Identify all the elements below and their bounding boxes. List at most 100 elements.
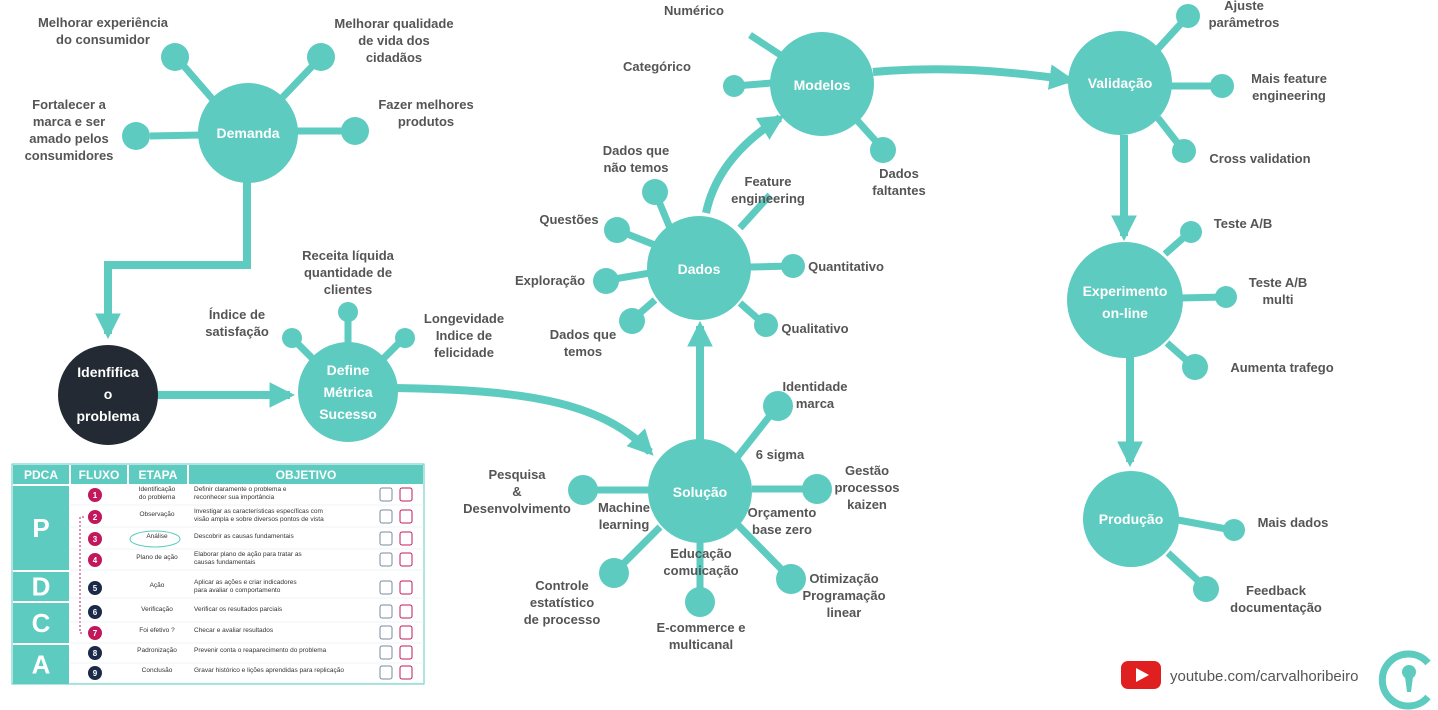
label-mod2-line1: Categórico (623, 59, 691, 74)
label-def1-line2: satisfação (205, 324, 269, 339)
pdca-etapa: Plano de ação (136, 554, 178, 561)
youtube-link[interactable]: youtube.com/carvalhoribeiro (1121, 661, 1358, 689)
pdca-phase-block (13, 603, 69, 643)
pdca-step-number (88, 510, 102, 524)
label-dem1-line2: do consumidor (56, 32, 150, 47)
label-sol8-line1: Controle (535, 578, 588, 593)
label-def2-line2: quantidade de (304, 265, 392, 280)
label-sol3-line2: processos (834, 480, 899, 495)
hub-identifica (58, 345, 158, 445)
hub-define (298, 342, 398, 442)
label-dad2-line1: Questões (539, 212, 598, 227)
label-sol3-line1: Gestão (845, 463, 889, 478)
label-mod3-line1: Dados (879, 166, 919, 181)
label-sol4-line1: Orçamento (748, 505, 817, 520)
hub-experimento-line1: Experimento (1083, 283, 1168, 299)
label-sol3-line3: kaizen (847, 497, 887, 512)
pdca-step-number-text: 5 (93, 584, 98, 593)
hub-experimento (1067, 242, 1183, 358)
label-dem2-line2: de vida dos (358, 33, 430, 48)
pdca-objetivo: Aplicar as ações e criar indicadores (194, 579, 297, 586)
label-sol4-line2: base zero (752, 522, 812, 537)
label-val2-line1: Mais feature (1251, 71, 1327, 86)
pdca-row-icon (379, 625, 393, 640)
label-mod1-line1: Numérico (664, 3, 724, 18)
label-sol7-line1: Educação (670, 546, 731, 561)
label-sol10-line2: & (512, 484, 521, 499)
label-dad1-line1: Dados que (603, 143, 669, 158)
hub-solucao (648, 439, 752, 543)
hub-validacao (1068, 31, 1172, 135)
pdca-row-icon (399, 604, 413, 619)
label-sol5-line2: Programação (802, 588, 885, 603)
label-val1-line2: parâmetros (1209, 15, 1280, 30)
label-pro2-line1: Feedback (1246, 583, 1307, 598)
pdca-row-icon (399, 665, 413, 680)
pdca-row-icon (379, 665, 393, 680)
pdca-row-icon (399, 625, 413, 640)
label-def3-line3: felicidade (434, 345, 494, 360)
cr-logo-icon (1378, 650, 1431, 710)
label-sol6-line1: E-commerce e (657, 620, 746, 635)
pdca-etapa: Foi efetivo ? (139, 627, 175, 634)
pdca-phase-C: C (32, 608, 51, 638)
hub-dados (647, 216, 751, 320)
label-def3-line2: Indice de (436, 328, 492, 343)
hub-define-line3: Sucesso (319, 406, 377, 422)
pdca-step-number-text: 8 (93, 649, 98, 658)
pdca-row-icon (399, 645, 413, 660)
label-def3-line1: Longevidade (424, 311, 504, 326)
pdca-header-pdca: PDCA (24, 468, 58, 482)
label-dem2-line1: Melhorar qualidade (334, 16, 453, 31)
pdca-step-number (88, 626, 102, 640)
label-dad4-line2: temos (564, 344, 602, 359)
label-sol1-line1: Identidade (782, 379, 847, 394)
label-dem2-line3: cidadãos (366, 50, 422, 65)
pdca-step-number (88, 581, 102, 595)
pdca-etapa: Verificação (141, 606, 173, 613)
label-dem3-line1: Fortalecer a (32, 97, 106, 112)
pdca-row-icon (399, 552, 413, 567)
pdca-step-number-text: 4 (93, 556, 98, 565)
flow-define-solucao (394, 384, 654, 456)
label-exp3-line1: Aumenta trafego (1230, 360, 1333, 375)
label-def2-line3: clientes (324, 282, 372, 297)
label-exp1-line1: Teste A/B (1214, 216, 1273, 231)
hub-define-line1: Define (327, 362, 370, 378)
pdca-row-icon (399, 580, 413, 595)
pdca-row-icon (379, 645, 393, 660)
label-exp2-line2: multi (1262, 292, 1293, 307)
label-dem1-line1: Melhorar experiência (38, 15, 169, 30)
pdca-step-number (88, 605, 102, 619)
pdca-phase-A: A (32, 650, 51, 680)
hub-producao (1083, 471, 1179, 567)
pdca-step-number (88, 488, 102, 502)
label-sol8-line2: estatístico (530, 595, 594, 610)
flow-dados-modelos (702, 114, 785, 214)
label-dem4-line1: Fazer melhores (378, 97, 473, 112)
pdca-table-frame (11, 463, 425, 685)
label-val2-line2: engineering (1252, 88, 1326, 103)
hub-validacao-label: Validação (1088, 75, 1153, 91)
label-dem3-line4: consumidores (25, 148, 114, 163)
pdca-phase-block (13, 572, 69, 601)
label-dad5-line1: Feature (745, 174, 792, 189)
pdca-etapa: Identificação (139, 486, 176, 493)
hub-solucao-label: Solução (673, 484, 727, 500)
pdca-step-number-text: 1 (93, 491, 98, 500)
label-dad7-line1: Qualitativo (781, 321, 848, 336)
hub-experimento-line2: on-line (1102, 305, 1148, 321)
pdca-row-icon (379, 509, 393, 524)
hub-identifica-line3: problema (76, 408, 139, 424)
label-val1-line1: Ajuste (1224, 0, 1264, 13)
pdca-step-number-text: 3 (93, 535, 98, 544)
pdca-objetivo: Descobrir as causas fundamentais (194, 533, 294, 540)
pdca-objetivo: Definir claramente o problema e (194, 486, 287, 493)
flow-modelos-validacao (872, 64, 1076, 90)
pdca-etapa: Padronização (137, 647, 177, 654)
pdca-etapa: Observação (139, 511, 174, 518)
pdca-phase-P: P (32, 513, 49, 543)
hub-identifica-line2: o (104, 386, 113, 402)
